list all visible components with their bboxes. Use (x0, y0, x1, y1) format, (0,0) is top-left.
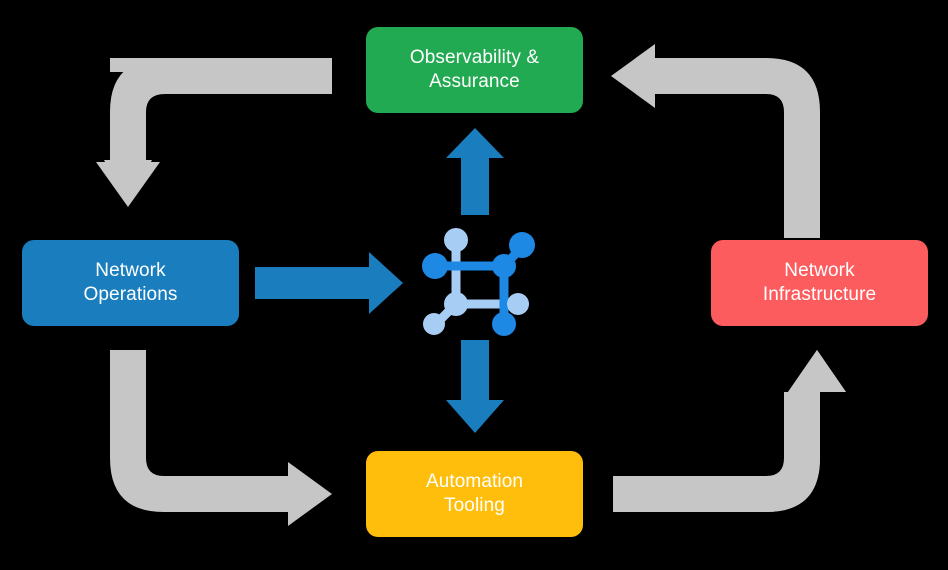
node-infrastructure-label: Network Infrastructure (762, 259, 877, 305)
topology-node-top-left (444, 228, 468, 252)
topology-node-top-right (509, 232, 535, 258)
topology-node-right-mid (507, 293, 529, 315)
arrow-operations-to-automation (110, 350, 332, 526)
network-topology-icon (422, 228, 535, 336)
node-automation-label: Automation Tooling (425, 470, 524, 516)
arrow-automation-to-infrastructure (613, 350, 846, 512)
arrow-center-to-observability (446, 128, 504, 215)
node-operations-label: Network Operations (83, 259, 178, 305)
arrow-center-to-automation (446, 340, 504, 433)
topology-node-bottom (492, 312, 516, 336)
topology-node-center (492, 254, 516, 278)
topology-node-mid-left (444, 292, 468, 316)
topology-node-left (422, 253, 448, 279)
arrow-operations-to-center (255, 252, 403, 314)
node-observability-label: Observability & Assurance (409, 46, 540, 92)
node-observability-assurance[interactable]: Observability & Assurance (366, 27, 583, 113)
node-network-operations[interactable]: Network Operations (22, 240, 239, 326)
node-network-infrastructure[interactable]: Network Infrastructure (711, 240, 928, 326)
arrow-infrastructure-to-observability (611, 44, 820, 238)
topology-node-bottom-left (423, 313, 445, 335)
node-automation-tooling[interactable]: Automation Tooling (366, 451, 583, 537)
arrow-observability-to-operations (96, 58, 332, 207)
